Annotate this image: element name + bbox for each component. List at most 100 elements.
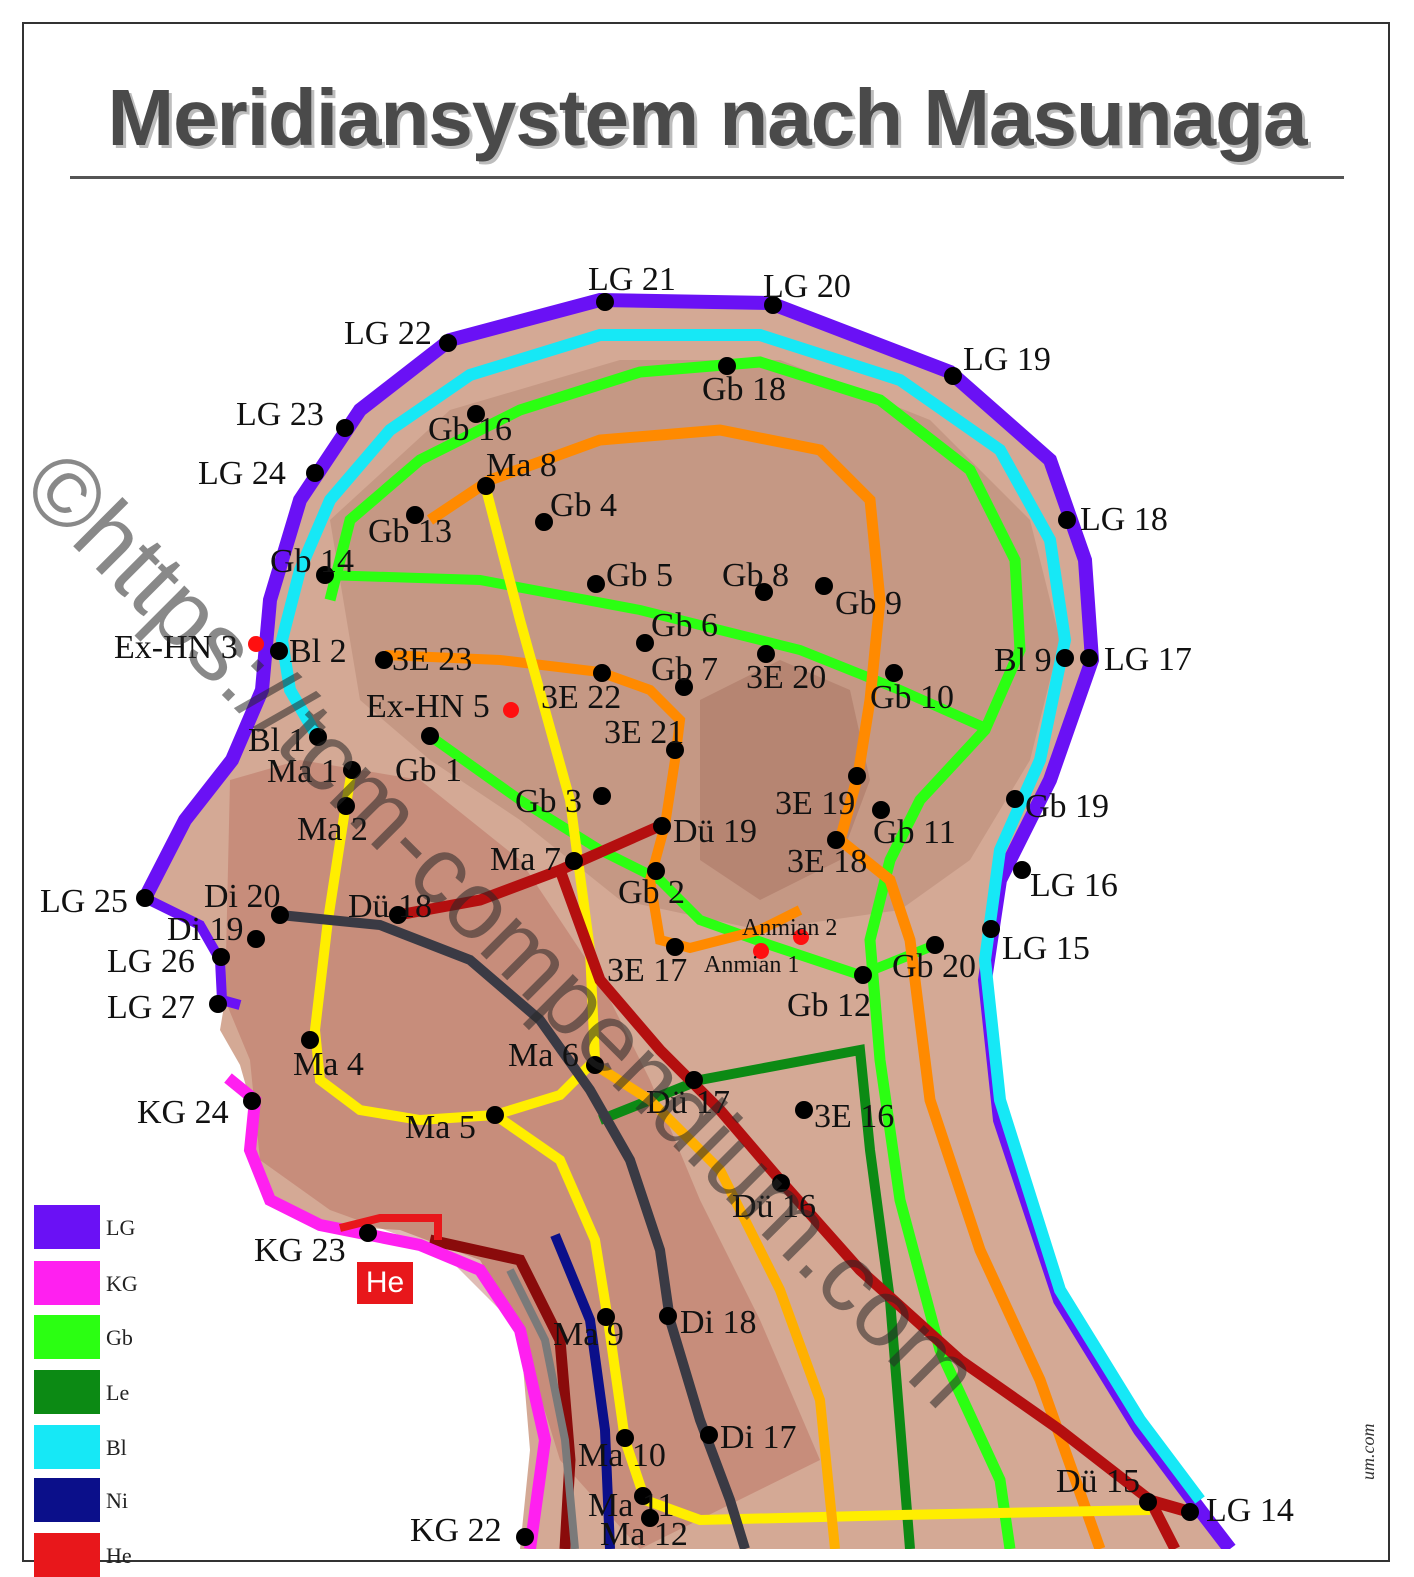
acupoint-label-bl-2: Bl 2 [289, 633, 347, 670]
acupoint-lg-15 [982, 920, 1000, 938]
skull-shade [330, 360, 1060, 930]
acupoint-lg-25 [136, 889, 154, 907]
acupoint-label-du-19: Dü 19 [673, 813, 757, 850]
legend-label-le: Le [106, 1380, 130, 1405]
acupoint-gb-6 [636, 634, 654, 652]
acupoint-bl-1 [309, 728, 327, 746]
acupoint-label-di-20: Di 20 [204, 878, 281, 915]
acupoint-du-16 [772, 1174, 790, 1192]
acupoint-label-ex-hn-5: Ex-HN 5 [366, 688, 490, 725]
acupoint-label-kg-24: KG 24 [137, 1094, 229, 1131]
acupoint-ma-8 [477, 477, 495, 495]
acupoint-kg-22 [516, 1528, 534, 1546]
acupoint-ma-7 [565, 852, 583, 870]
meridian-ni [550, 1233, 615, 1549]
acupoint-3e-16 [795, 1101, 813, 1119]
acupoint-label-lg-26: LG 26 [107, 943, 195, 980]
acupoint-label-lg-20: LG 20 [763, 268, 851, 305]
acupoint-lg-20 [764, 296, 782, 314]
acupoint-lg-27 [209, 995, 227, 1013]
acupoint-3e-23 [375, 651, 393, 669]
acupoint-label-gb-13: Gb 13 [368, 513, 452, 550]
legend-swatch-bl [34, 1425, 100, 1469]
legend-swatch-lg [34, 1205, 100, 1249]
acupoint-label-gb-5: Gb 5 [606, 557, 673, 594]
acupoint-di-17 [700, 1426, 718, 1444]
acupoint-label-ma-6: Ma 6 [508, 1037, 579, 1074]
acupoint-gb-4 [535, 513, 553, 531]
acupoint-ma-9 [597, 1308, 615, 1326]
acupoint-gb-2 [647, 862, 665, 880]
acupoint-label-du-15: Dü 15 [1056, 1463, 1140, 1500]
acupoint-label-gb-2: Gb 2 [618, 874, 685, 911]
acupoint-label-lg-23: LG 23 [236, 396, 324, 433]
acupoint-lg-17 [1080, 649, 1098, 667]
acupoint-label-ma-12: Ma 12 [600, 1516, 688, 1549]
acupoint-label-3e-20: 3E 20 [746, 659, 826, 696]
acupoint-gb-10 [885, 664, 903, 682]
acupoint-kg-24 [243, 1092, 261, 1110]
acupoint-label-gb-10: Gb 10 [870, 679, 954, 716]
side-url-text: um.com [1358, 1423, 1378, 1481]
acupoint-label-3e-19: 3E 19 [775, 785, 855, 822]
acupoint-ma-1 [343, 761, 361, 779]
acupoint-du-19 [653, 817, 671, 835]
legend-label-ni: Ni [106, 1488, 128, 1513]
acupoint-label-gb-20: Gb 20 [892, 948, 976, 985]
acupoint-lg-26 [212, 948, 230, 966]
acupoint-label-kg-22: KG 22 [410, 1512, 502, 1549]
acupoint-lg-21 [596, 293, 614, 311]
acupoint-gb-7 [675, 678, 693, 696]
acupoint-gb-20 [926, 936, 944, 954]
acupoint-ma-4 [301, 1031, 319, 1049]
acupoint-label-gb-14: Gb 14 [270, 543, 354, 580]
meridian-gb-middle [324, 570, 993, 735]
meridian-bl [275, 329, 1205, 1504]
he-tag: He [357, 1262, 413, 1304]
legend-item-gb: Gb [34, 1315, 194, 1359]
acupoint-label-3e-21: 3E 21 [604, 714, 684, 751]
acupoint-lg-19 [944, 367, 962, 385]
acupoint-label-lg-25: LG 25 [40, 883, 128, 920]
acupoint-gb-16 [467, 405, 485, 423]
acupoint-label-lg-18: LG 18 [1080, 501, 1168, 538]
acupoint-label-lg-24: LG 24 [198, 455, 286, 492]
acupoint-label-ma-8: Ma 8 [486, 447, 557, 484]
acupoint-label-lg-16: LG 16 [1030, 867, 1118, 904]
acupoint-lg-22 [439, 334, 457, 352]
meridian-di [279, 910, 750, 1549]
acupoint-lg-14 [1181, 1503, 1199, 1521]
acupoint-du-17 [685, 1071, 703, 1089]
acupoint-label-gb-12: Gb 12 [787, 987, 871, 1024]
acupoint-label-lg-14: LG 14 [1206, 1492, 1294, 1529]
acupoint-label-ma-2: Ma 2 [297, 811, 368, 848]
acupoint-label-ma-11: Ma 11 [588, 1487, 675, 1524]
legend-swatch-gb [34, 1315, 100, 1359]
acupoint-ex-hn-3 [248, 636, 264, 652]
acupoint-label-3e-23: 3E 23 [392, 641, 472, 678]
legend-item-he: He [34, 1533, 194, 1577]
acupoint-label-di-19: Di 19 [167, 911, 244, 948]
meridian-gb-upper [324, 356, 1026, 1549]
meridian-le [598, 1044, 915, 1549]
acupoint-label-di-18: Di 18 [680, 1304, 757, 1341]
acupoint-label-gb-1: Gb 1 [395, 752, 462, 789]
acupoint-label-anmian-1: Anmian 1 [704, 952, 799, 978]
page-title: Meridiansystem nach Masunaga [107, 73, 1307, 162]
acupoint-label-anmian-2: Anmian 2 [742, 915, 837, 941]
legend-swatch-kg [34, 1261, 100, 1305]
acupoint-anmian-1 [753, 943, 769, 959]
acupoint-label-3e-16: 3E 16 [814, 1098, 894, 1135]
legend-item-kg: KG [34, 1261, 194, 1305]
acupoint-gb-11 [872, 801, 890, 819]
legend-item-bl: Bl [34, 1425, 194, 1469]
acupoint-label-bl-9: Bl 9 [994, 642, 1052, 679]
acupoint-gb-5 [587, 575, 605, 593]
legend-label-bl: Bl [106, 1435, 127, 1460]
face-muscle-shade [225, 760, 820, 1549]
acupoint-label-gb-4: Gb 4 [550, 487, 617, 524]
legend-swatch-ni [34, 1478, 100, 1522]
acupoint-label-ma-9: Ma 9 [553, 1316, 624, 1353]
acupoint-du-15 [1139, 1493, 1157, 1511]
